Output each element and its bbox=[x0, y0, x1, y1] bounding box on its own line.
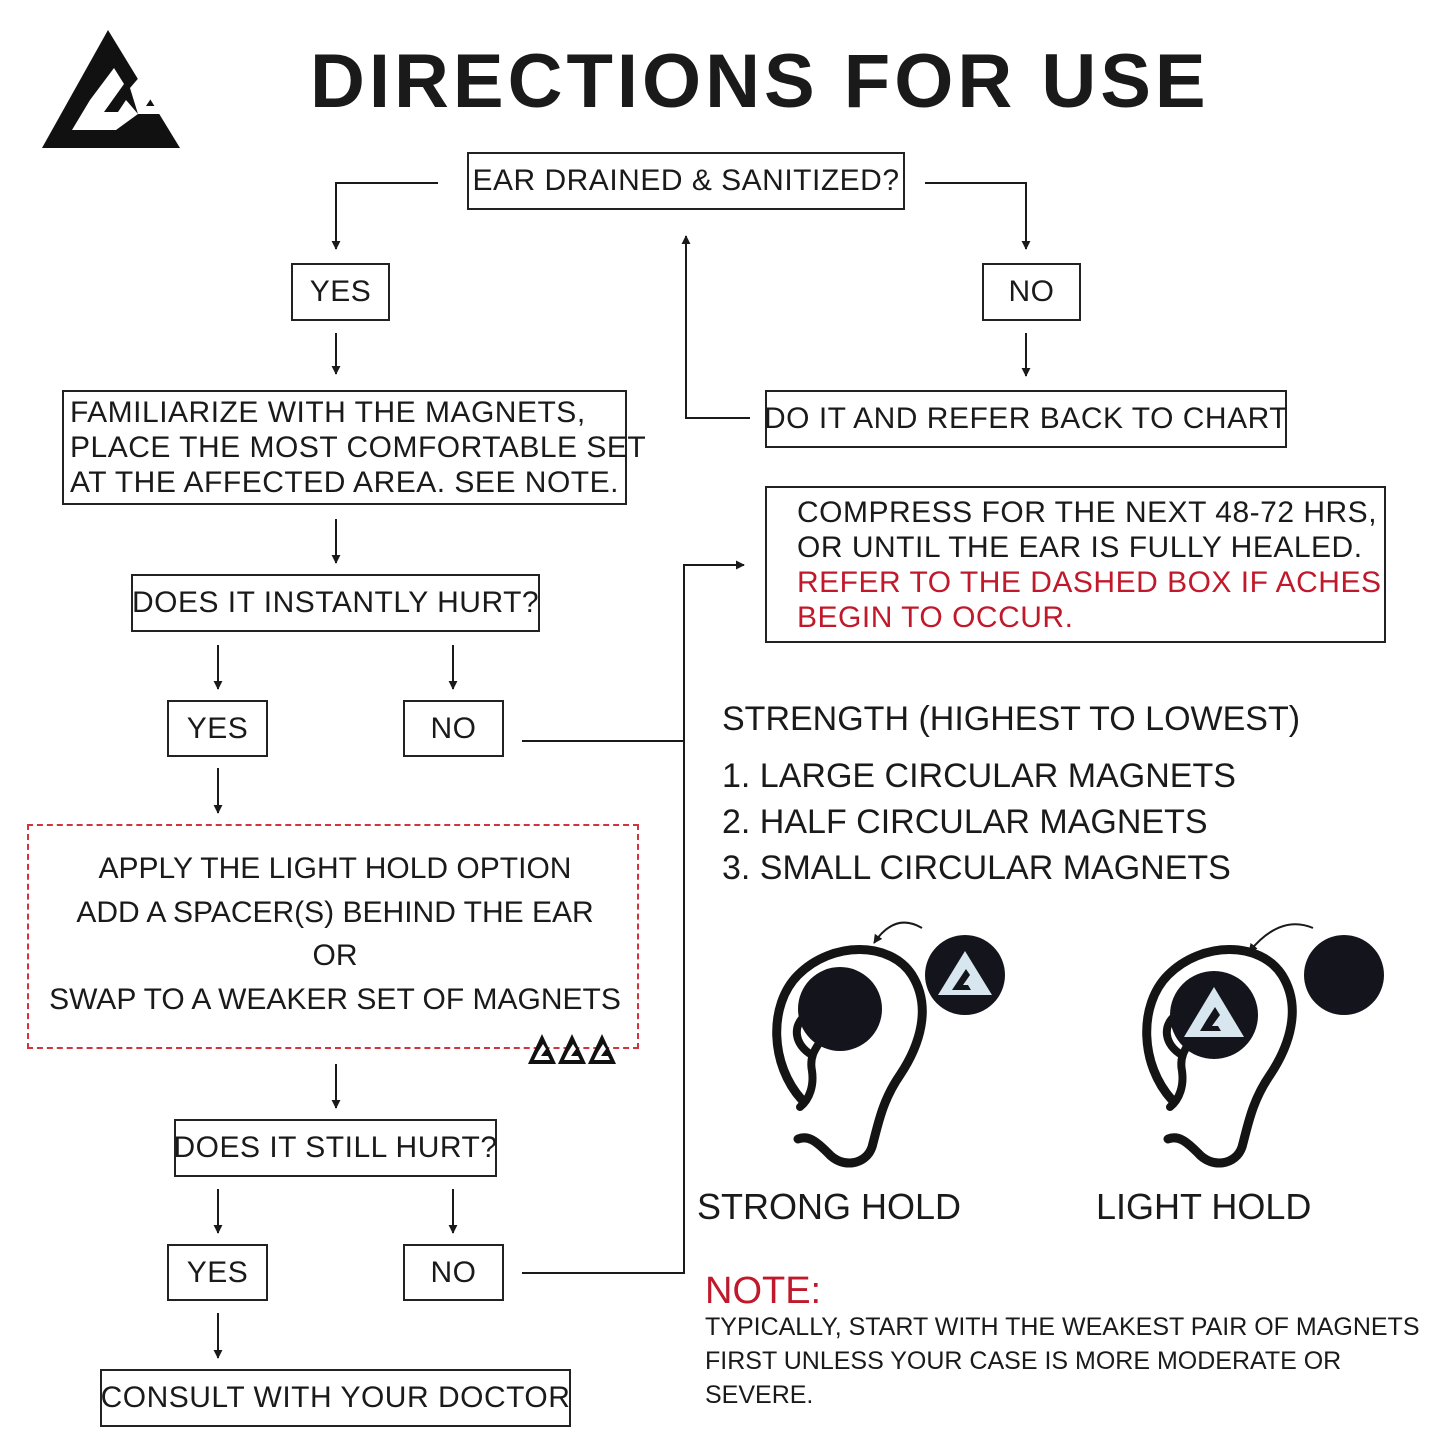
dashed-option-or: OR bbox=[312, 939, 358, 972]
strength-item: 1. LARGE CIRCULAR MAGNETS bbox=[722, 757, 1236, 795]
light-hold-ear-illustration bbox=[1142, 935, 1384, 1168]
familiarize-line: AT THE AFFECTED AREA. SEE NOTE. bbox=[70, 466, 619, 499]
dashed-option-line: ADD A SPACER(S) BEHIND THE EAR bbox=[76, 896, 594, 929]
no-box-1: NO bbox=[982, 263, 1081, 321]
yes-box-2: YES bbox=[167, 700, 268, 757]
familiarize-line: PLACE THE MOST COMFORTABLE SET bbox=[70, 431, 647, 464]
consult-doctor-box: CONSULT WITH YOUR DOCTOR bbox=[100, 1369, 571, 1427]
instantly-hurt-question-box: DOES IT INSTANTLY HURT? bbox=[131, 574, 540, 632]
yes-box-1: YES bbox=[291, 263, 390, 321]
note-label: NOTE: bbox=[705, 1270, 822, 1312]
dashed-option-line: APPLY THE LIGHT HOLD OPTION bbox=[98, 852, 572, 885]
compress-box: COMPRESS FOR THE NEXT 48-72 HRS, OR UNTI… bbox=[765, 486, 1386, 643]
page-title: DIRECTIONS FOR USE bbox=[310, 39, 1210, 124]
strength-item: 3. SMALL CIRCULAR MAGNETS bbox=[722, 849, 1231, 887]
strength-heading: STRENGTH (HIGHEST TO LOWEST) bbox=[722, 700, 1301, 738]
yes-box-3: YES bbox=[167, 1244, 268, 1301]
light-hold-label: LIGHT HOLD bbox=[1096, 1186, 1312, 1227]
compress-line: OR UNTIL THE EAR IS FULLY HEALED. bbox=[797, 530, 1363, 564]
note-text-line: TYPICALLY, START WITH THE WEAKEST PAIR O… bbox=[705, 1313, 1420, 1341]
familiarize-box: FAMILIARIZE WITH THE MAGNETS, PLACE THE … bbox=[62, 390, 646, 505]
dashed-option-line: SWAP TO A WEAKER SET OF MAGNETS bbox=[49, 983, 621, 1016]
do-it-box: DO IT AND REFER BACK TO CHART bbox=[764, 390, 1288, 448]
compress-warning-line: BEGIN TO OCCUR. bbox=[797, 600, 1074, 634]
compress-line: COMPRESS FOR THE NEXT 48-72 HRS, bbox=[797, 495, 1378, 529]
dashed-options-box: APPLY THE LIGHT HOLD OPTION ADD A SPACER… bbox=[27, 824, 639, 1049]
note-text-line: SEVERE. bbox=[705, 1381, 814, 1409]
strength-item: 2. HALF CIRCULAR MAGNETS bbox=[722, 803, 1208, 841]
note-text-line: FIRST UNLESS YOUR CASE IS MORE MODERATE … bbox=[705, 1347, 1342, 1375]
compress-warning-line: REFER TO THE DASHED BOX IF ACHES bbox=[797, 565, 1382, 599]
brand-logo bbox=[42, 30, 180, 148]
plain-magnet-icon bbox=[1304, 935, 1384, 1015]
no-box-2: NO bbox=[403, 700, 504, 757]
no-box-3: NO bbox=[403, 1244, 504, 1301]
magnet-on-ear bbox=[798, 967, 882, 1051]
familiarize-line: FAMILIARIZE WITH THE MAGNETS, bbox=[70, 396, 586, 429]
still-hurt-question-box: DOES IT STILL HURT? bbox=[173, 1119, 497, 1177]
strong-hold-ear-illustration bbox=[772, 935, 1005, 1168]
start-question-box: EAR DRAINED & SANITIZED? bbox=[467, 152, 905, 210]
brand-logo-small bbox=[528, 1034, 616, 1064]
strong-hold-label: STRONG HOLD bbox=[697, 1186, 962, 1227]
